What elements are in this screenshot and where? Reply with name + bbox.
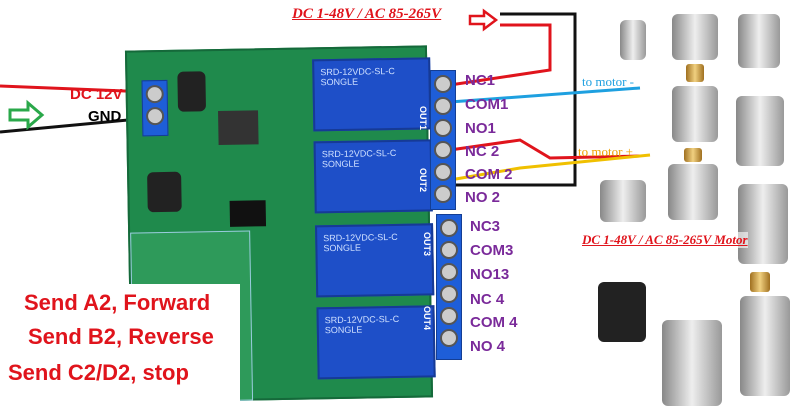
- gear: [750, 272, 770, 292]
- motor: [740, 296, 790, 396]
- capacitor: [147, 171, 182, 213]
- motor: [738, 184, 788, 264]
- regulator: [218, 110, 259, 146]
- power-terminal: [141, 79, 169, 137]
- output-terminal-3-4: [436, 214, 462, 360]
- terminal-com4: COM 4: [470, 314, 518, 331]
- arrow-icon: [468, 8, 499, 32]
- motor: [600, 180, 646, 222]
- output-label-3: OUT3: [422, 232, 432, 257]
- motor: [672, 14, 718, 60]
- terminal-nc3: NC3: [470, 218, 501, 235]
- output-terminal-1-2: [430, 70, 456, 210]
- output-label-4: OUT4: [422, 306, 432, 331]
- load-supply-label: DC 1-48V / AC 85-265V: [292, 6, 442, 22]
- command-stop: Send C2/D2, stop: [8, 360, 189, 385]
- to-motor-plus-label: to motor +: [578, 144, 633, 159]
- capacitor: [177, 71, 207, 112]
- terminal-com3: COM3: [470, 242, 514, 259]
- terminal-no1: NO1: [465, 120, 496, 137]
- output-label-1: OUT1: [418, 106, 428, 131]
- terminal-nc2: NC 2: [465, 143, 500, 160]
- gear: [686, 64, 704, 82]
- command-panel: [0, 284, 240, 406]
- motor-label: DC 1-48V / AC 85-265V Motor: [582, 232, 748, 248]
- terminal-no2: NO 2: [465, 189, 501, 206]
- motor: [668, 164, 718, 220]
- gear: [684, 148, 702, 162]
- terminal-no4: NO 4: [470, 338, 506, 355]
- command-forward: Send A2, Forward: [24, 290, 211, 315]
- motor: [672, 86, 718, 142]
- chip: [229, 200, 267, 227]
- motor: [662, 320, 722, 406]
- motor: [736, 96, 784, 166]
- terminal-com1: COM1: [465, 96, 509, 113]
- output-label-2: OUT2: [418, 168, 428, 193]
- dc12v-label: DC 12V: [70, 86, 123, 103]
- motor: [620, 20, 646, 60]
- gnd-label: GND: [88, 108, 122, 125]
- terminal-com2: COM 2: [465, 166, 513, 183]
- command-reverse: Send B2, Reverse: [28, 324, 214, 349]
- terminal-no3: NO13: [470, 266, 510, 283]
- terminal-nc4: NC 4: [470, 291, 505, 308]
- terminal-nc1: NC1: [465, 72, 496, 89]
- motor: [598, 282, 646, 342]
- motor: [738, 14, 780, 68]
- arrow-icon: [8, 99, 45, 131]
- to-motor-minus-label: to motor -: [582, 74, 634, 89]
